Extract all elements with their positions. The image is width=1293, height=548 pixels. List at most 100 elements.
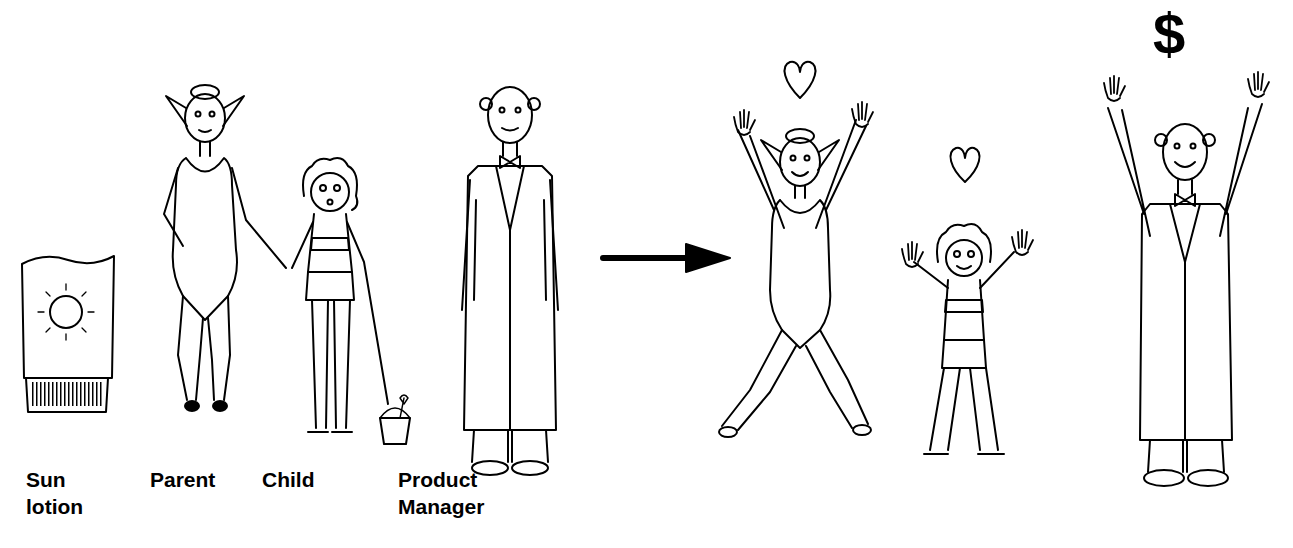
hair	[303, 158, 357, 210]
swimsuit	[770, 200, 830, 348]
parent-figure	[164, 85, 286, 411]
bucket	[380, 418, 410, 444]
shoe	[185, 401, 199, 411]
sun-symbol	[50, 296, 82, 328]
feet	[924, 453, 1004, 455]
arms	[914, 252, 1014, 288]
arm	[292, 222, 313, 268]
figure-label: Product Manager	[398, 466, 508, 521]
neck	[200, 142, 210, 156]
suit-jacket	[1140, 204, 1232, 440]
eye	[1175, 144, 1180, 149]
neck	[795, 186, 805, 198]
hair-tuft	[480, 98, 492, 110]
hand	[1248, 72, 1269, 97]
shoe	[472, 461, 508, 475]
money-symbol: $	[1153, 0, 1213, 71]
eye	[954, 251, 960, 257]
hand	[902, 242, 923, 267]
eye	[516, 108, 521, 113]
head	[946, 240, 982, 276]
eye	[334, 185, 340, 191]
head	[311, 173, 349, 211]
shoe	[1144, 470, 1184, 486]
head	[780, 138, 820, 186]
transition-arrow	[603, 255, 690, 261]
heart	[785, 62, 816, 98]
mouth	[199, 130, 211, 132]
shovel	[400, 395, 408, 418]
arm	[164, 168, 183, 246]
eye	[210, 112, 215, 117]
eye	[196, 112, 201, 117]
hair-tuft	[1203, 134, 1215, 146]
arms	[738, 120, 866, 228]
happy-child-figure	[914, 148, 1014, 454]
arms	[462, 180, 558, 310]
mouth	[502, 128, 518, 131]
torso	[308, 214, 352, 272]
hair-tuft	[1155, 134, 1167, 146]
tube-crimp	[26, 378, 108, 412]
arm	[232, 168, 286, 268]
mouth	[957, 266, 971, 269]
crimp-lines	[32, 382, 104, 406]
hair-tuft	[528, 98, 540, 110]
head	[488, 87, 532, 143]
eye	[1191, 144, 1196, 149]
head	[185, 94, 225, 142]
shoe	[213, 401, 227, 411]
mouth	[328, 200, 333, 205]
legs	[722, 330, 868, 430]
arm	[347, 222, 388, 404]
legs	[178, 296, 230, 400]
head	[1163, 124, 1207, 180]
legs	[930, 368, 998, 450]
hand	[734, 110, 755, 135]
eye	[791, 156, 796, 161]
arrow-head	[686, 244, 730, 272]
lapels	[496, 166, 524, 430]
ears	[166, 96, 244, 126]
foot	[719, 427, 737, 437]
sun-lotion-tube	[22, 256, 114, 412]
hair	[786, 129, 814, 143]
figure-label: Sun lotion	[26, 466, 101, 521]
heart	[950, 148, 979, 182]
manager-figure	[462, 87, 558, 475]
sun-rays	[38, 284, 94, 340]
bikini-top	[311, 238, 349, 250]
eye	[968, 251, 974, 257]
neck	[1178, 180, 1192, 194]
neck	[503, 142, 517, 156]
eye	[320, 185, 326, 191]
bikini-top	[945, 300, 983, 312]
shoe	[1188, 470, 1228, 486]
tube-body	[22, 256, 114, 378]
ears	[761, 140, 839, 170]
arms	[1108, 104, 1262, 236]
hand	[1012, 230, 1033, 255]
bucket-handle	[380, 408, 410, 418]
hand	[852, 102, 873, 127]
eye	[500, 108, 505, 113]
bikini-bottom	[942, 340, 986, 368]
foot	[853, 425, 871, 435]
hair	[191, 85, 219, 99]
happy-manager-figure	[1108, 104, 1262, 486]
figure-label: Parent	[150, 466, 250, 493]
happy-parent-figure	[719, 62, 871, 437]
bikini-bottom	[306, 272, 354, 300]
suit-jacket	[464, 166, 556, 430]
child-figure	[292, 158, 410, 444]
hand	[1104, 76, 1125, 101]
trousers	[472, 430, 548, 462]
figure-label: Child	[262, 466, 362, 493]
lapels	[1170, 204, 1200, 440]
feet	[308, 431, 352, 433]
mouth	[792, 172, 808, 176]
legs	[312, 300, 350, 428]
